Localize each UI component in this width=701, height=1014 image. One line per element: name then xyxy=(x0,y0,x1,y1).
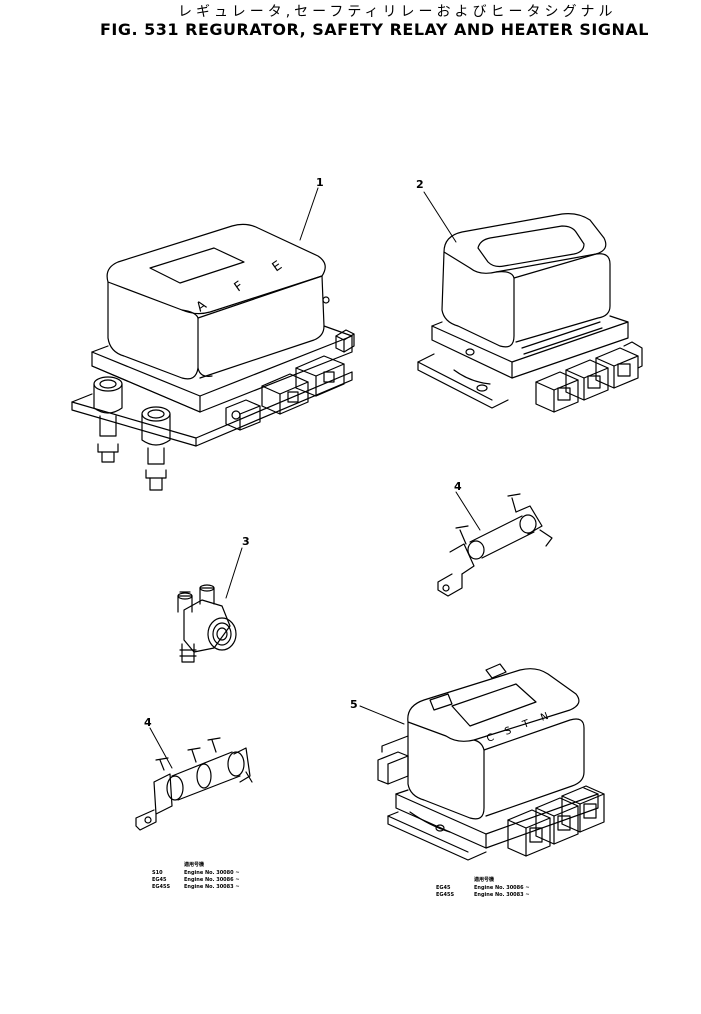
notes-left-heading: 適用号機 xyxy=(184,861,204,868)
part-2-connectors xyxy=(535,341,643,413)
notes-right-heading: 適用号機 xyxy=(474,876,494,883)
callout-5: 5 xyxy=(350,698,358,711)
notes-left: 適用号機 S10 Engine No. 30080 ~ EG45 Engine … xyxy=(152,861,240,890)
part-2-safety-relay xyxy=(417,213,643,413)
figure-title: FIG. 531 REGURATOR, SAFETY RELAY AND HEA… xyxy=(100,20,649,39)
part-4-resistor-lower xyxy=(135,737,253,831)
notes-left-engine-3: Engine No. 30083 ~ xyxy=(184,884,240,890)
notes-left-model-1: S10 xyxy=(152,870,163,876)
notes-left-model-2: EG45 xyxy=(152,877,167,883)
figure-title-japanese: レギュレータ,セーフティリレーおよびヒータシグナル xyxy=(178,4,617,20)
callout-4-lower: 4 xyxy=(144,716,152,729)
notes-left-engine-2: Engine No. 30086 ~ xyxy=(184,877,240,883)
notes-right-engine-2: Engine No. 30083 ~ xyxy=(474,892,530,898)
part-5-relay xyxy=(377,663,605,861)
callout-1: 1 xyxy=(316,176,324,189)
part-1-mark-e: E xyxy=(270,258,285,275)
part-5-connectors xyxy=(507,785,605,857)
part-1-regulator xyxy=(71,223,355,491)
callout-3: 3 xyxy=(242,535,250,548)
notes-right-model-1: EG45 xyxy=(436,885,451,891)
notes-right: 適用号機 EG45 Engine No. 30086 ~ EG45S Engin… xyxy=(436,876,530,898)
part-5-mark-s: S xyxy=(503,725,513,738)
part-5-mark-c: C xyxy=(485,732,495,745)
leader-lines xyxy=(149,187,481,769)
notes-left-engine-1: Engine No. 30080 ~ xyxy=(184,870,240,876)
notes-right-model-2: EG45S xyxy=(436,892,454,898)
callout-2: 2 xyxy=(416,178,424,191)
part-5-mark-t: T xyxy=(520,718,531,731)
part-1-mark-f: F xyxy=(232,279,247,296)
notes-right-engine-1: Engine No. 30086 ~ xyxy=(474,885,530,891)
callout-4-upper: 4 xyxy=(454,480,462,493)
part-4-resistor-upper xyxy=(437,493,553,597)
part-5-mark-n: N xyxy=(539,711,550,724)
notes-left-model-3: EG45S xyxy=(152,884,170,890)
part-3-heater-signal xyxy=(177,584,237,663)
